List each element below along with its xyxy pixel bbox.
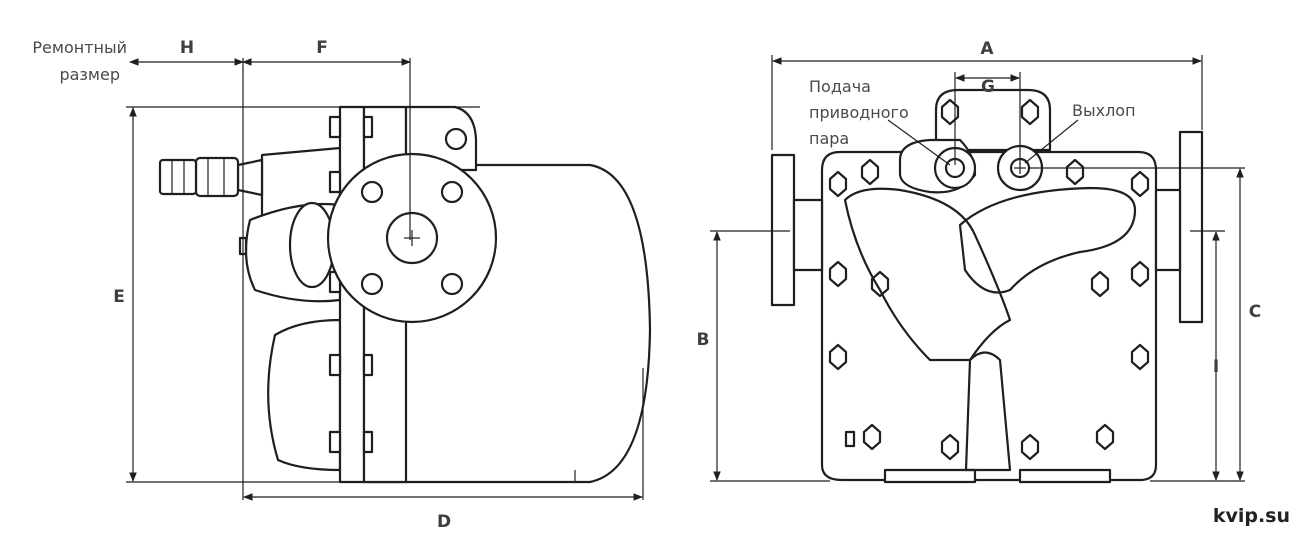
side-view (158, 105, 652, 484)
supply-note-line2: приводного (809, 103, 909, 122)
label-b: B (697, 330, 710, 350)
service-size-note-line2: размер (59, 65, 120, 84)
label-d: D (437, 512, 451, 532)
callout-notes: Ремонтный размер Подача приводного пара … (32, 38, 1135, 148)
brand-watermark: kvip.su (1213, 505, 1290, 527)
dimension-lines (126, 55, 1245, 501)
label-e: E (113, 287, 125, 307)
label-g: G (981, 77, 995, 97)
label-a: A (980, 39, 994, 59)
label-h: H (180, 38, 194, 58)
front-view (770, 88, 1204, 484)
exhaust-note: Выхлоп (1072, 101, 1136, 120)
label-f: F (316, 38, 328, 58)
service-size-note-line1: Ремонтный (32, 38, 127, 57)
label-c: C (1249, 302, 1261, 322)
supply-note-line1: Подача (809, 77, 871, 96)
label-i: I (1213, 357, 1219, 377)
dimension-labels: H F E D A G B C I (113, 38, 1261, 532)
supply-note-line3: пара (809, 129, 849, 148)
